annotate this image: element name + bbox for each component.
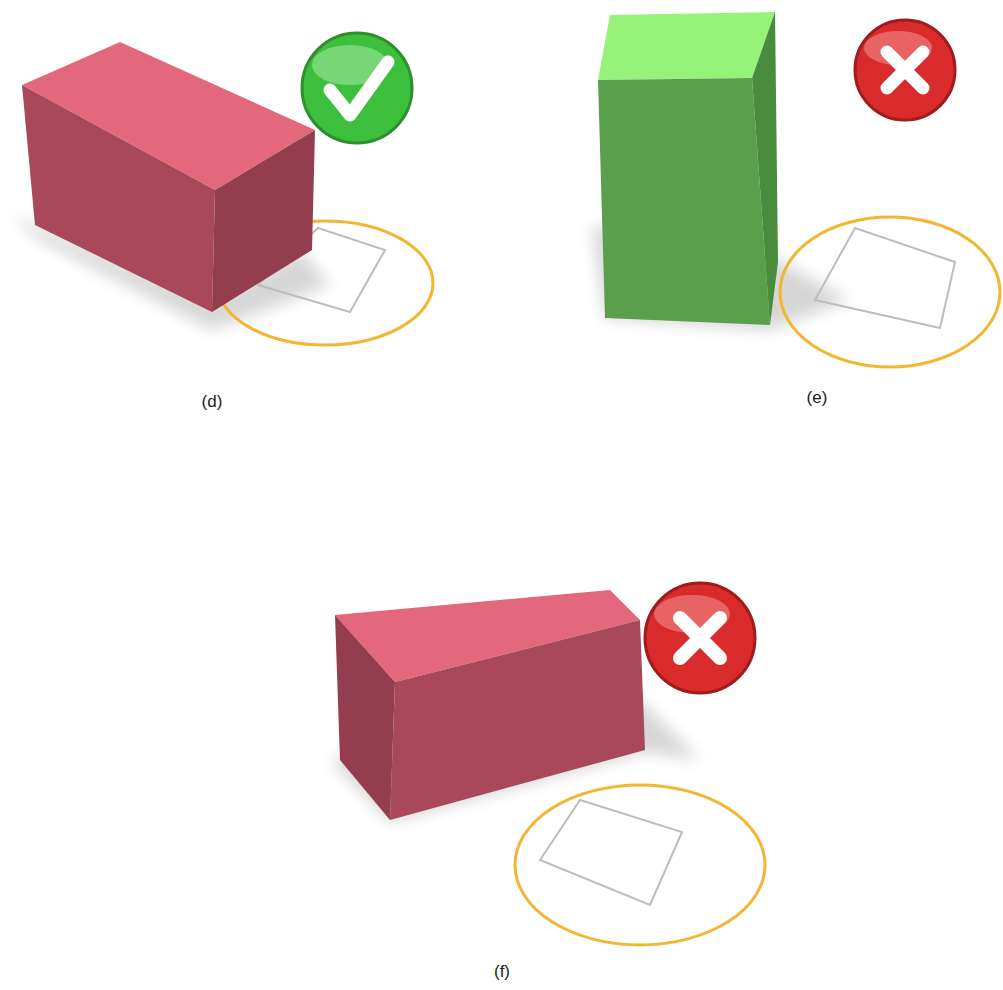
box-top [598, 12, 775, 80]
panel-f [330, 583, 765, 945]
cross-icon [855, 20, 955, 120]
panel-label: (d) [202, 392, 223, 412]
panel-e [592, 12, 1000, 367]
box-front [22, 85, 215, 312]
box-front [598, 78, 770, 325]
box-side [212, 130, 315, 312]
check-icon [302, 33, 412, 143]
check-mark [330, 62, 388, 115]
box-side [752, 12, 778, 325]
highlight-ellipse [515, 785, 765, 945]
panel-label: (e) [807, 388, 828, 408]
cross-icon [645, 583, 755, 693]
panel-label: (f) [494, 962, 510, 982]
cross-mark [887, 52, 923, 88]
panel-d [10, 33, 433, 345]
target-square [815, 228, 955, 328]
target-square [540, 800, 682, 905]
highlight-ellipse [780, 217, 1000, 367]
box-front [335, 615, 395, 820]
cross-mark [680, 618, 720, 658]
box-side [390, 620, 645, 820]
